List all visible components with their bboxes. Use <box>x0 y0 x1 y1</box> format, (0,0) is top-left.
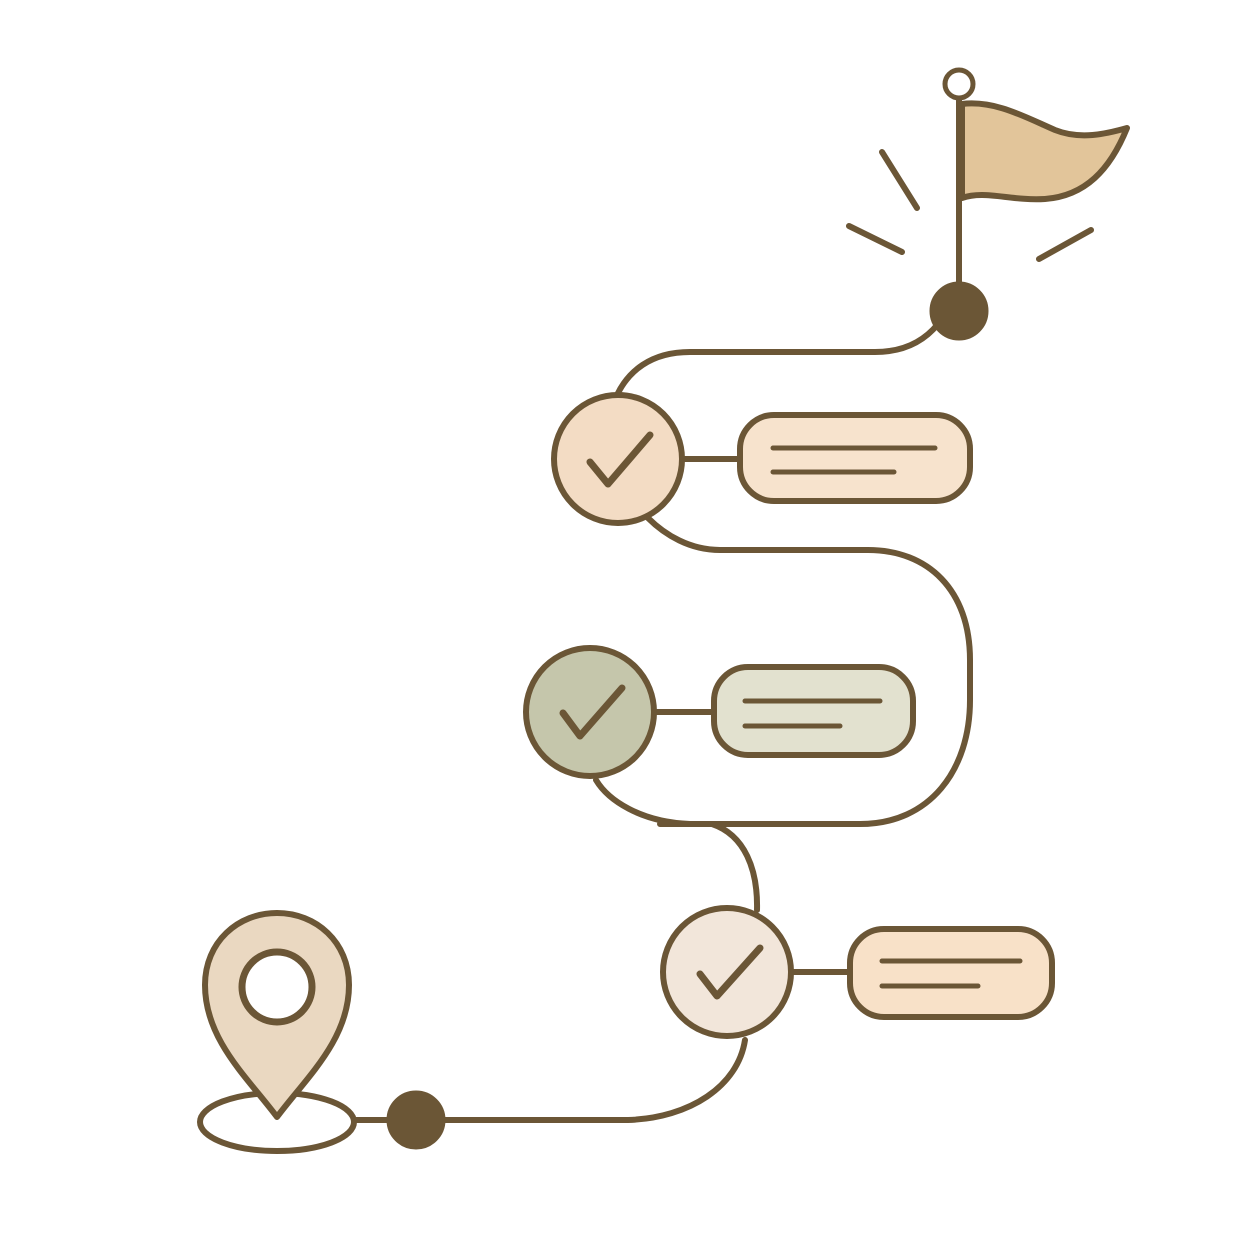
milestone-2 <box>523 645 916 779</box>
start-location <box>197 910 393 1154</box>
start-node <box>386 1090 446 1150</box>
milestone-card <box>847 926 1055 1020</box>
goal-flag-icon <box>959 100 1130 203</box>
milestone-card <box>711 664 916 758</box>
journey-path <box>413 321 973 1123</box>
milestone-1 <box>551 392 973 526</box>
milestone-circle <box>523 645 657 779</box>
checkmark-icon <box>559 684 626 740</box>
finish-flag <box>846 67 1130 288</box>
milestone-card <box>737 412 973 504</box>
flag-pole-knob <box>942 67 976 101</box>
sparkle-line <box>879 149 920 211</box>
checkmark-icon <box>696 944 764 1000</box>
finish-node <box>929 281 989 341</box>
checkmark-icon <box>586 431 654 488</box>
pin-hole <box>238 948 316 1026</box>
milestone-circle <box>660 905 794 1039</box>
sparkle-line <box>846 223 905 255</box>
milestone-circle <box>551 392 685 526</box>
milestone-3 <box>660 905 1055 1039</box>
sparkle-line <box>1036 227 1094 262</box>
